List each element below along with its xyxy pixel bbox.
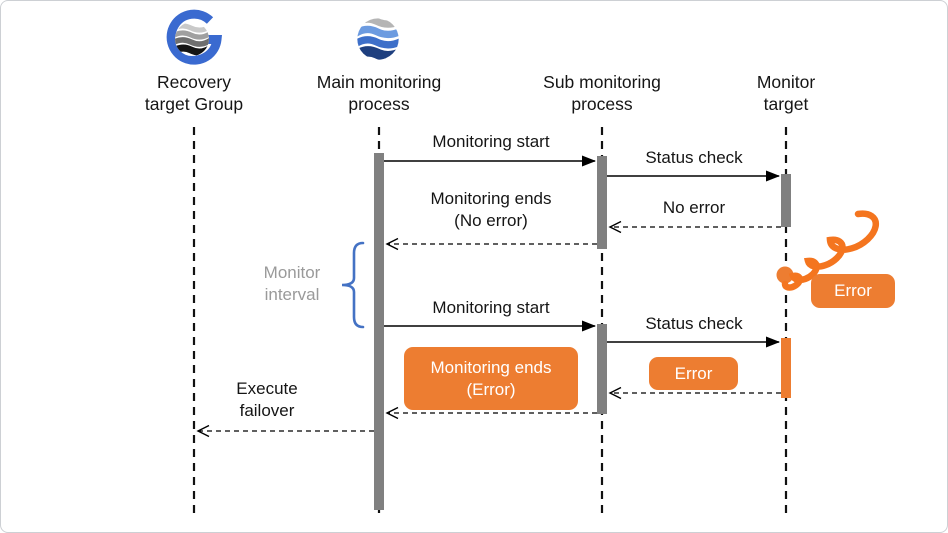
- actor-label-recovery-target-group: Recovery target Group: [144, 72, 244, 114]
- interval-brace: [341, 241, 365, 329]
- message-label-monitoring-start-2: Monitoring start: [432, 298, 550, 317]
- message-label-status-check-2: Status check: [645, 314, 743, 333]
- message-label-execute-failover: Execute failover: [236, 379, 298, 420]
- message-label-monitoring-ends-no-error: Monitoring ends (No error): [430, 189, 552, 230]
- error-dot: [776, 266, 794, 284]
- activation-bar-sub-2: [597, 324, 607, 414]
- message-label-status-check-1: Status check: [645, 148, 743, 167]
- message-label-monitoring-start-1: Monitoring start: [432, 132, 550, 151]
- error-state-badge: Error: [811, 274, 895, 308]
- message-label-no-error: No error: [662, 198, 726, 217]
- activation-bar-target-2-error: [781, 338, 791, 398]
- actor-label-monitor-target: Monitor target: [756, 72, 816, 114]
- wave-sphere-icon: [357, 18, 399, 60]
- monitor-interval-label: Monitor interval: [263, 263, 321, 304]
- activation-bar-main: [374, 153, 384, 510]
- error-spring-icon: [781, 210, 880, 291]
- activation-bar-target-1: [781, 174, 791, 227]
- globe-g-icon: [166, 9, 222, 65]
- monitoring-ends-error-badge: Monitoring ends (Error): [404, 347, 578, 410]
- error-return-badge: Error: [649, 357, 738, 390]
- actor-label-sub-monitoring-process: Sub monitoring process: [543, 72, 661, 114]
- actor-label-main-monitoring-process: Main monitoring process: [316, 72, 442, 114]
- activation-bar-sub-1: [597, 156, 607, 249]
